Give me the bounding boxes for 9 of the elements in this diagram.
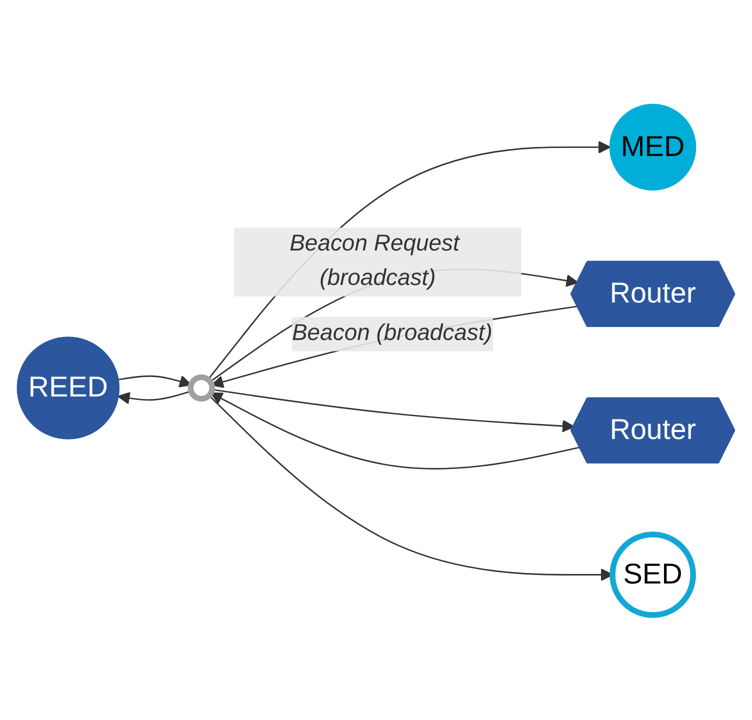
edge-label: Beacon (broadcast)	[292, 321, 492, 346]
node-circle	[188, 374, 216, 402]
node-circle: MED	[609, 104, 696, 191]
edge-label: Beacon Request (broadcast)	[290, 232, 460, 292]
arrow	[211, 306, 578, 388]
node-circle: REED	[16, 336, 120, 440]
node-circle: SED	[610, 532, 696, 618]
arrow	[210, 392, 580, 470]
arrow	[118, 376, 192, 388]
